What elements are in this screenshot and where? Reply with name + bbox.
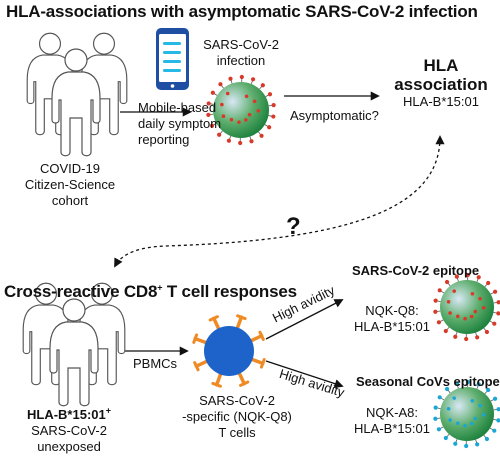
donor-line-3: unexposed	[37, 439, 101, 454]
donor-allele-text: HLA-B*15:01	[26, 407, 106, 422]
reporting-line-2: daily symptom	[138, 116, 222, 131]
association-allele: HLA-B*15:01	[403, 94, 479, 109]
t-cell-line-3: T cells	[218, 425, 256, 440]
top-section-title: HLA-associations with asymptomatic SARS-…	[6, 2, 478, 21]
epitope1-line-1: NQK-Q8:	[365, 303, 419, 318]
epitope2-title: Seasonal CoVs epitope	[356, 374, 500, 389]
avidity-upper-arrow-icon	[265, 299, 344, 340]
infection-label: SARS-CoV-2 infection	[196, 37, 286, 69]
t-cell-label: SARS-CoV-2 -specific (NQK-Q8) T cells	[172, 393, 302, 441]
avidity-lower-arrow-icon	[265, 360, 344, 389]
bottom-title-main: Cross-reactive CD8	[4, 282, 158, 301]
t-cell-line-1: SARS-CoV-2	[199, 393, 275, 408]
epitope1-line-2: HLA-B*15:01	[354, 319, 430, 334]
cohort-line-1: COVID-19	[40, 161, 100, 176]
association-line-1: HLA	[423, 56, 459, 75]
bottom-title-rest: T cell responses	[162, 282, 297, 301]
t-cell-icon	[192, 314, 266, 388]
epitope2-line-2: HLA-B*15:01	[354, 421, 430, 436]
reporting-label: Mobile-based daily symptom reporting	[138, 100, 221, 148]
epitope1-label: NQK-Q8: HLA-B*15:01	[352, 303, 432, 335]
sars-cov-2-epitope-virus-icon	[433, 272, 500, 342]
donor-label: HLA-B*15:01+ SARS-CoV-2 unexposed	[10, 405, 128, 455]
infection-line-2: infection	[216, 53, 266, 68]
donor-allele-superscript: +	[105, 405, 111, 416]
infection-line-1: SARS-CoV-2	[203, 37, 279, 52]
pbmc-label: PBMCs	[133, 356, 178, 371]
cohort-line-3: cohort	[51, 193, 89, 208]
association-label: HLA association HLA-B*15:01	[386, 56, 496, 110]
phone-icon	[156, 28, 189, 90]
epitope2-line-1: NQK-A8:	[365, 405, 418, 420]
epitope1-title: SARS-CoV-2 epitope	[352, 263, 480, 278]
donor-allele: HLA-B*15:01+	[10, 405, 128, 423]
seasonal-cov-virus-icon	[433, 379, 500, 449]
association-line-2: association	[394, 75, 488, 94]
question-mark: ?	[286, 213, 301, 240]
bottom-title-superscript: +	[157, 282, 163, 293]
cohort-line-2: Citizen-Science	[24, 177, 116, 192]
donor-line-2: SARS-CoV-2	[31, 423, 107, 438]
reporting-line-1: Mobile-based	[138, 100, 217, 115]
dashed-link-arrow-icon	[114, 135, 445, 268]
bottom-section-title: Cross-reactive CD8+ T cell responses	[4, 282, 297, 302]
asymptomatic-label: Asymptomatic?	[290, 108, 379, 123]
cohort-label: COVID-19 Citizen-Science cohort	[10, 161, 130, 209]
cohort-people-group-icon	[26, 32, 128, 157]
epitope2-label: NQK-A8: HLA-B*15:01	[352, 405, 432, 437]
reporting-line-3: reporting	[138, 132, 190, 147]
t-cell-line-2: -specific (NQK-Q8)	[182, 409, 292, 424]
